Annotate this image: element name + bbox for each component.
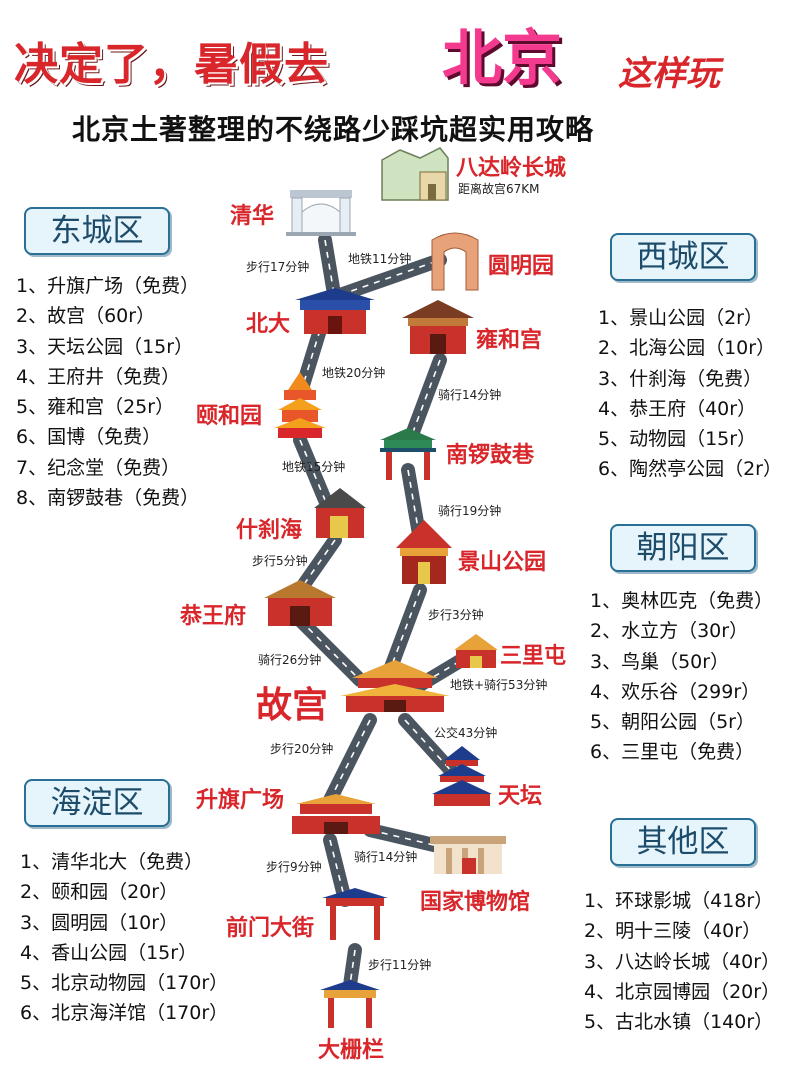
tiananmen-gate-icon xyxy=(292,794,380,834)
badaling-distance: 距离故宫67KM xyxy=(458,182,540,196)
list-item: 1、景山公园（2r） xyxy=(598,307,763,329)
place-shichahai: 什刹海 xyxy=(236,518,303,543)
list-item: 8、南锣鼓巷（免费） xyxy=(16,487,200,510)
route-time: 地铁15分钟 xyxy=(282,460,346,474)
list-item: 2、故宫（60r） xyxy=(16,305,156,328)
list-item: 3、什刹海（免费） xyxy=(598,367,763,390)
district-haidian-list: 1、清华北大（免费） 2、颐和园（20r） 3、圆明园（10r） 4、香山公园（… xyxy=(20,847,228,1029)
list-item: 3、天坛公园（15r） xyxy=(16,335,194,358)
list-item: 5、动物园（15r） xyxy=(598,428,757,451)
list-item: 1、奥林匹克（免费） xyxy=(590,590,774,612)
tiantan-temple-icon xyxy=(432,746,492,806)
jingshan-pavilion-icon xyxy=(396,520,452,584)
list-item: 4、欢乐谷（299r） xyxy=(590,680,761,703)
list-item: 4、北京园博园（20r） xyxy=(584,980,781,1003)
place-yonghegong: 雍和宫 xyxy=(476,328,543,353)
list-item: 5、古北水镇（140r） xyxy=(584,1011,774,1034)
sanlitun-icon xyxy=(454,634,498,668)
route-time: 步行20分钟 xyxy=(270,742,334,756)
place-dashilan: 大栅栏 xyxy=(318,1038,385,1063)
route-time: 骑行26分钟 xyxy=(258,653,322,667)
yuanmingyuan-ruins-icon xyxy=(431,232,479,291)
route-time: 步行5分钟 xyxy=(252,554,308,568)
district-other-list: 1、环球影城（418r） 2、明十三陵（40r） 3、八达岭长城（40r） 4、… xyxy=(584,886,780,1037)
route-time: 骑行14分钟 xyxy=(438,388,502,402)
list-item: 2、水立方（30r） xyxy=(590,620,749,643)
beida-gate-icon xyxy=(295,288,375,334)
title-part1: 决定了，暑假去 xyxy=(14,39,329,90)
list-item: 1、升旗广场（免费） xyxy=(16,275,200,297)
route-time: 骑行19分钟 xyxy=(438,504,502,518)
district-chaoyang-title: 朝阳区 xyxy=(610,524,756,572)
nanluoguxiang-arch-icon xyxy=(380,428,436,480)
district-haidian-title: 海淀区 xyxy=(24,779,170,827)
route-time: 骑行14分钟 xyxy=(354,850,418,864)
list-item: 6、三里屯（免费） xyxy=(590,741,755,764)
district-dongcheng-list: 1、升旗广场（免费） 2、故宫（60r） 3、天坛公园（15r） 4、王府井（免… xyxy=(16,271,199,513)
route-time: 步行11分钟 xyxy=(368,958,432,972)
place-yuanmingyuan: 圆明园 xyxy=(488,254,555,279)
list-item: 3、八达岭长城（40r） xyxy=(584,950,781,973)
title-highlight: 北京 xyxy=(442,24,562,94)
title-part2: 这样玩 xyxy=(618,54,720,94)
district-xicheng-title: 西城区 xyxy=(610,233,756,281)
route-time: 步行3分钟 xyxy=(428,608,484,622)
place-beida: 北大 xyxy=(246,312,291,337)
national-museum-icon xyxy=(430,836,506,874)
place-gongwangfu: 恭王府 xyxy=(180,604,247,629)
place-tiantan: 天坛 xyxy=(498,784,543,809)
district-other-title: 其他区 xyxy=(610,818,756,866)
title: 决定了，暑假去 xyxy=(14,28,329,92)
list-item: 4、香山公园（15r） xyxy=(20,941,198,964)
list-item: 5、朝阳公园（5r） xyxy=(590,711,755,734)
qinghua-gate-icon xyxy=(286,190,356,236)
list-item: 5、雍和宫（25r） xyxy=(16,396,175,419)
list-item: 2、北海公园（10r） xyxy=(598,337,776,360)
route-time: 地铁+骑行53分钟 xyxy=(450,678,548,692)
list-item: 4、恭王府（40r） xyxy=(598,397,757,420)
place-yiheyuan: 颐和园 xyxy=(196,404,263,429)
gongwangfu-icon xyxy=(264,580,336,626)
great-wall-icon xyxy=(381,147,449,201)
list-item: 7、纪念堂（免费） xyxy=(16,456,181,479)
list-item: 6、国博（免费） xyxy=(16,426,162,449)
district-dongcheng-title: 东城区 xyxy=(24,207,170,255)
list-item: 3、圆明园（10r） xyxy=(20,911,179,934)
qianmen-arch-icon xyxy=(322,888,388,940)
place-guobo: 国家博物馆 xyxy=(420,890,531,915)
place-gugong: 故宫 xyxy=(256,685,329,726)
subtitle: 北京土著整理的不绕路少踩坑超实用攻略 xyxy=(72,113,595,146)
route-time: 步行17分钟 xyxy=(246,260,310,274)
dashilan-arch-icon xyxy=(320,980,380,1028)
list-item: 2、明十三陵（40r） xyxy=(584,920,762,943)
district-xicheng-list: 1、景山公园（2r） 2、北海公园（10r） 3、什刹海（免费） 4、恭王府（4… xyxy=(598,303,782,485)
route-time: 步行9分钟 xyxy=(266,860,322,874)
route-time: 地铁11分钟 xyxy=(348,252,412,266)
yonghegong-icon xyxy=(402,300,474,354)
route-time: 地铁20分钟 xyxy=(322,366,386,380)
place-shengqi: 升旗广场 xyxy=(196,788,285,813)
list-item: 4、王府井（免费） xyxy=(16,365,181,388)
place-nanluoguxiang: 南锣鼓巷 xyxy=(446,443,535,468)
list-item: 3、鸟巢（50r） xyxy=(590,650,730,673)
list-item: 6、北京海洋馆（170r） xyxy=(20,1002,229,1025)
place-qianmen: 前门大街 xyxy=(226,916,315,941)
shichahai-house-icon xyxy=(314,488,366,538)
district-chaoyang-list: 1、奥林匹克（免费） 2、水立方（30r） 3、鸟巢（50r） 4、欢乐谷（29… xyxy=(590,586,773,768)
list-item: 1、环球影城（418r） xyxy=(584,890,774,912)
route-time: 公交43分钟 xyxy=(434,726,498,740)
list-item: 6、陶然亭公园（2r） xyxy=(598,458,782,481)
yiheyuan-pagoda-icon xyxy=(274,372,326,438)
list-item: 5、北京动物园（170r） xyxy=(20,972,229,995)
place-qinghua: 清华 xyxy=(230,204,275,229)
gugong-palace-icon xyxy=(340,660,450,712)
list-item: 1、清华北大（免费） xyxy=(20,851,204,873)
place-sanlitun: 三里屯 xyxy=(500,644,567,669)
badaling-name: 八达岭长城 xyxy=(456,156,567,181)
place-jingshan: 景山公园 xyxy=(458,550,547,575)
list-item: 2、颐和园（20r） xyxy=(20,881,179,904)
